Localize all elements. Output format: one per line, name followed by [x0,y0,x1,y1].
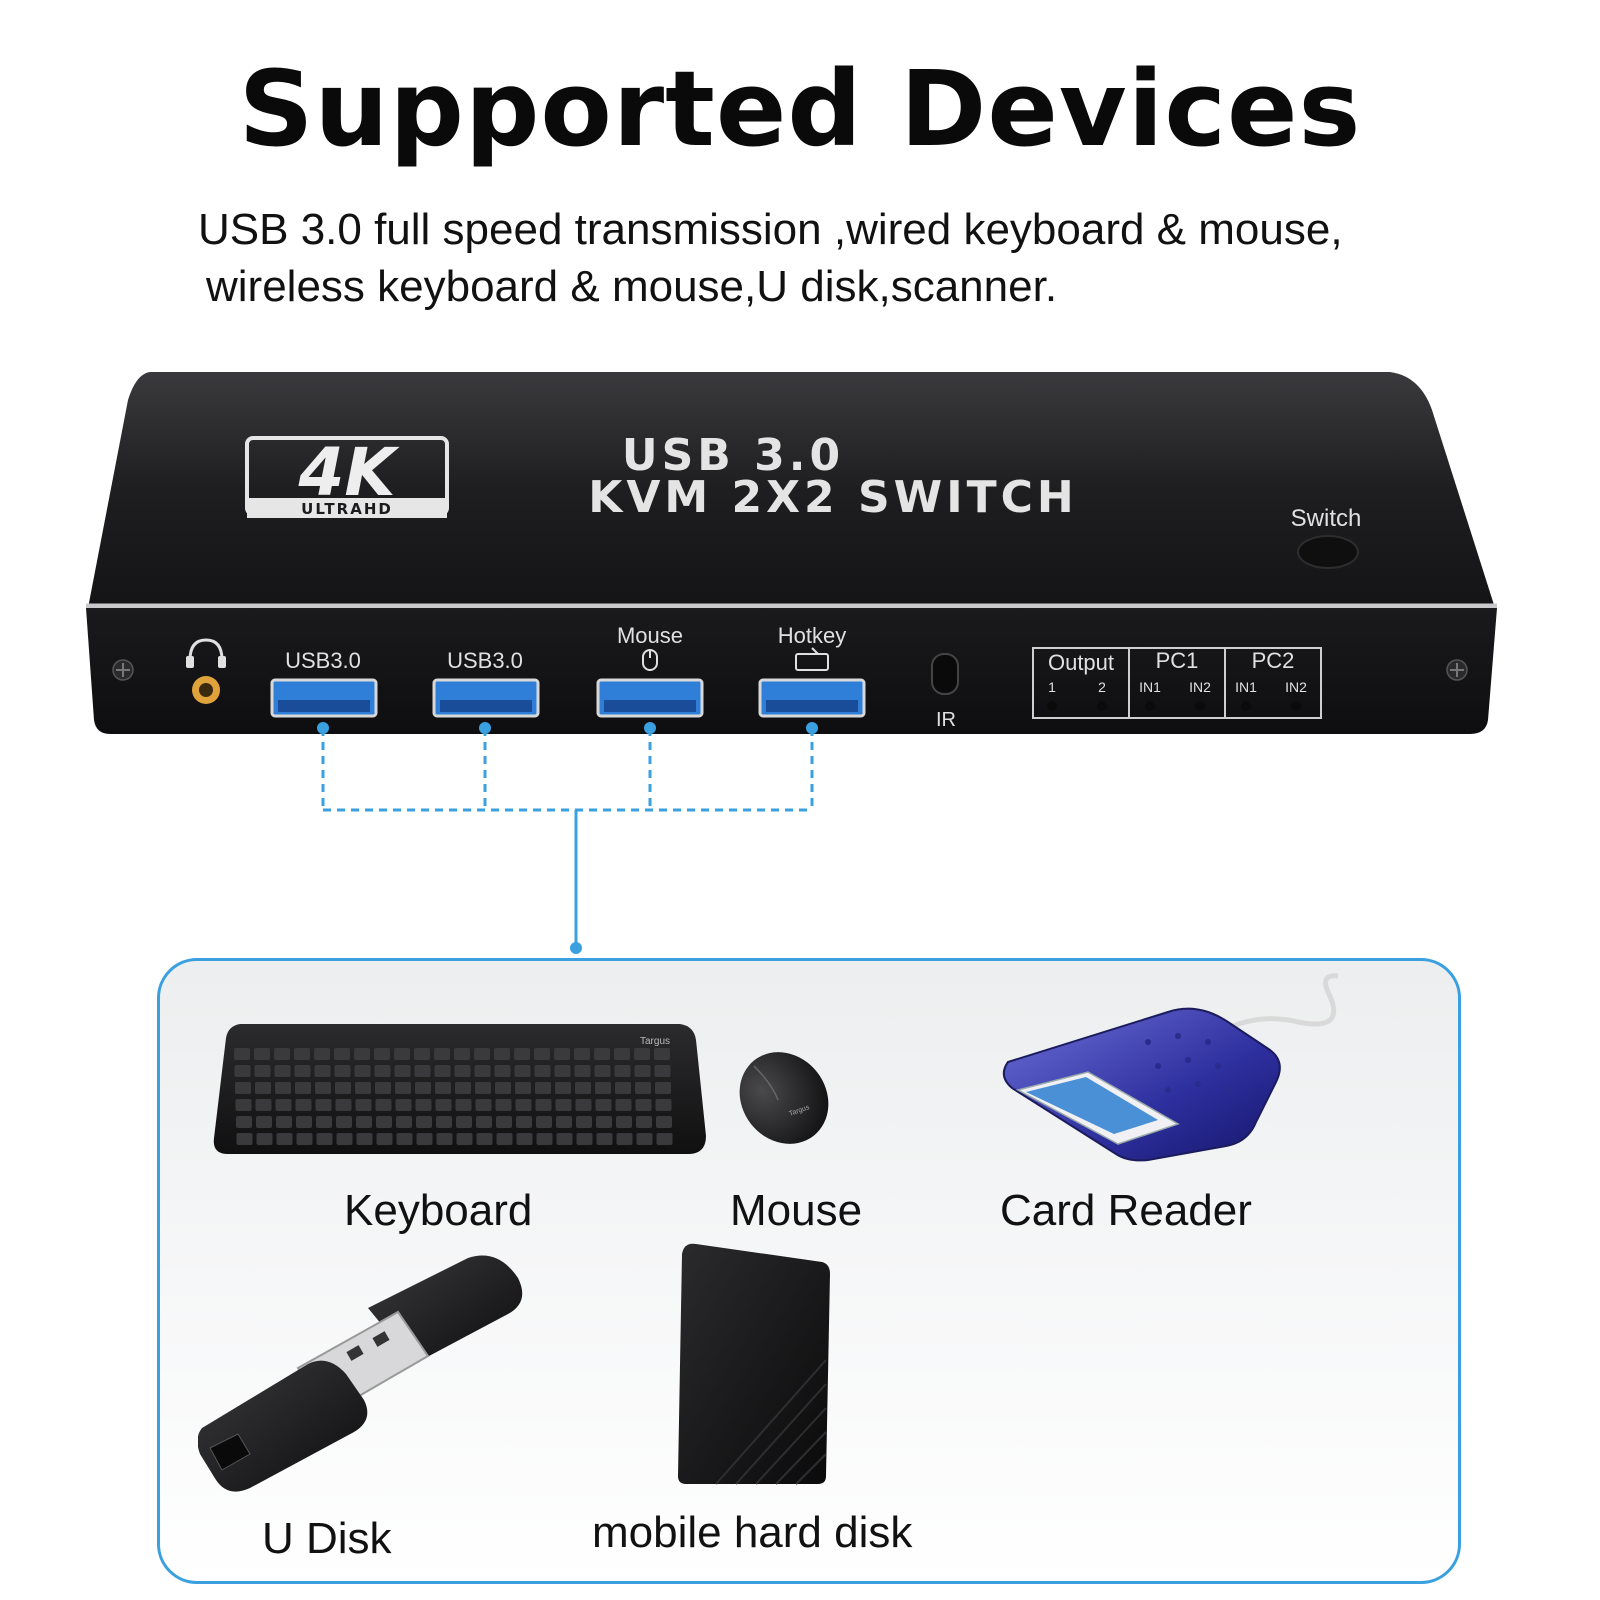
card-reader-image [1002,973,1339,1162]
usb-port-2: USB3.0 [432,648,540,718]
subtitle-line-1: USB 3.0 full speed transmission ,wired k… [198,205,1343,254]
keyboard-caption: Keyboard [344,1186,533,1235]
pc1-label: PC1 [1156,648,1199,673]
screw-right-icon [1446,659,1468,681]
hard-disk-image [678,1243,830,1485]
switch-button [1297,535,1359,569]
mouse-port-label: Mouse [617,623,683,648]
hotkey-port-label: Hotkey [778,623,846,648]
usb-port-2-label: USB3.0 [447,648,523,673]
ir-label: IR [936,709,956,731]
screw-left-icon [112,659,134,681]
pc2-label: PC2 [1252,648,1295,673]
4k-ultrahd-badge: 4K ULTRAHD [245,434,449,518]
pc2-in2-label: IN2 [1285,679,1307,695]
usb-disk-image [198,1255,523,1492]
keyboard-image: Targus [213,1024,706,1154]
pc2-in1-label: IN1 [1235,679,1257,695]
usb-port-1-label: USB3.0 [285,648,361,673]
switch-label: Switch [1291,505,1362,532]
output-1-label: 1 [1048,679,1056,695]
headphone-icon [186,638,226,668]
mouse-small-icon [642,649,658,671]
output-2-label: 2 [1098,679,1106,695]
output-label: Output [1048,650,1114,675]
u-disk-caption: U Disk [262,1514,392,1563]
pc1-in2-label: IN2 [1189,679,1211,695]
usb-port-hotkey: Hotkey [758,623,866,718]
keyboard-small-icon [795,647,829,671]
device-top-face [88,372,1495,608]
usb-port-mouse: Mouse [596,623,704,718]
mouse-caption: Mouse [730,1186,863,1235]
pc1-in1-label: IN1 [1139,679,1161,695]
usb-port-1: USB3.0 [270,648,378,718]
kvm-switch-device: 4K ULTRAHD USB 3.0 KVM 2X2 SWITCH Switch… [86,372,1497,734]
badge-ultrahd-text: ULTRAHD [301,500,393,518]
card-reader-caption: Card Reader [1000,1186,1252,1235]
subtitle-line-2: wireless keyboard & mouse,U disk,scanner… [206,262,1058,311]
ir-sensor [931,653,959,695]
output-indicator-group [1032,647,1322,719]
port-connector-lines [317,722,818,954]
mouse-image: Targus [739,1052,829,1144]
page-title: Supported Devices [238,48,1362,170]
keyboard-brand: Targus [640,1036,670,1047]
hard-disk-caption: mobile hard disk [592,1508,913,1557]
product-line-2: KVM 2X2 SWITCH [588,472,1077,523]
product-line-1: USB 3.0 [622,430,844,481]
